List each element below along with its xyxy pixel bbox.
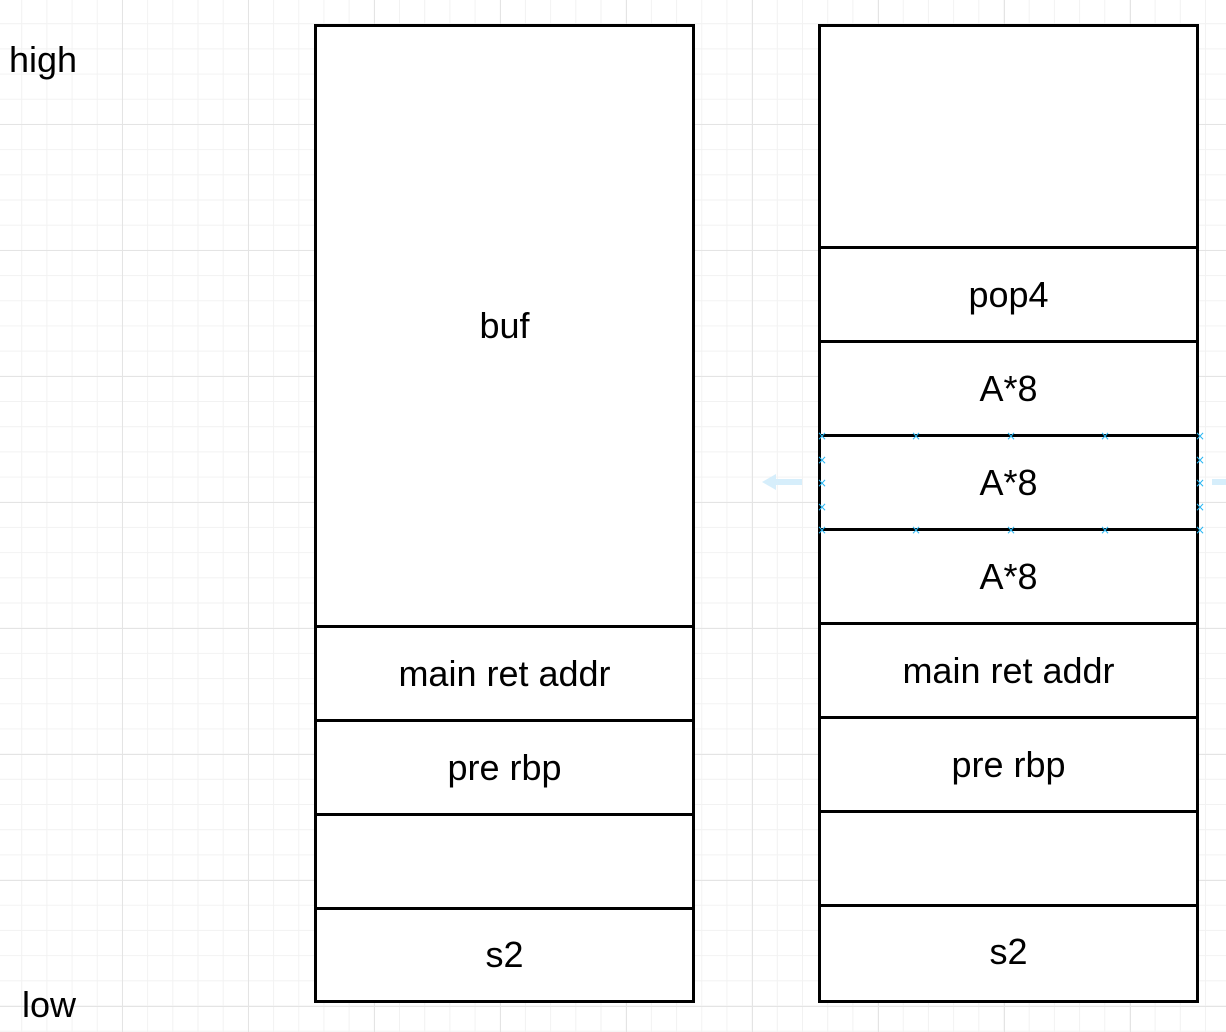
selection-handle-icon[interactable]: × bbox=[1100, 523, 1111, 537]
high-address-label: high bbox=[9, 39, 78, 80]
stack-cell-empty-top[interactable] bbox=[821, 27, 1196, 246]
selection-handle-icon[interactable]: × bbox=[911, 429, 922, 443]
selection-handle-icon[interactable]: × bbox=[1195, 476, 1206, 490]
stack-cell-pre-rbp[interactable]: pre rbp bbox=[317, 719, 692, 813]
stack-cell-empty[interactable] bbox=[821, 810, 1196, 904]
stack-cell-empty[interactable] bbox=[317, 813, 692, 907]
move-left-arrow-icon[interactable] bbox=[762, 473, 804, 491]
stack-cell-s2[interactable]: s2 bbox=[821, 904, 1196, 996]
selection-handle-icon[interactable]: × bbox=[817, 453, 828, 467]
stack-cell-main-ret-addr[interactable]: main ret addr bbox=[821, 622, 1196, 716]
stack-cell-padding[interactable]: A*8 bbox=[821, 528, 1196, 622]
stack-cell-main-ret-addr[interactable]: main ret addr bbox=[317, 625, 692, 719]
selection-handle-icon[interactable]: × bbox=[817, 500, 828, 514]
stack-cell-pop4[interactable]: pop4 bbox=[821, 246, 1196, 340]
selection-handle-icon[interactable]: × bbox=[1195, 453, 1206, 467]
low-address-label: low bbox=[22, 984, 77, 1025]
selection-handle-icon[interactable]: × bbox=[1006, 429, 1017, 443]
selection-handle-icon[interactable]: × bbox=[911, 523, 922, 537]
selection-handle-icon[interactable]: × bbox=[817, 476, 828, 490]
selection-handle-icon[interactable]: × bbox=[817, 429, 828, 443]
stack-diagram-payload[interactable]: pop4 A*8 A*8 A*8 main ret addr pre rbp s… bbox=[818, 24, 1199, 1003]
selection-handle-icon[interactable]: × bbox=[1195, 523, 1206, 537]
stack-cell-padding[interactable]: A*8 bbox=[821, 340, 1196, 434]
stack-cell-pre-rbp[interactable]: pre rbp bbox=[821, 716, 1196, 810]
stack-cell-padding-selected[interactable]: A*8 bbox=[821, 434, 1196, 528]
stack-diagram-original[interactable]: buf main ret addr pre rbp s2 bbox=[314, 24, 695, 1003]
selection-handle-icon[interactable]: × bbox=[1195, 500, 1206, 514]
stack-cell-s2[interactable]: s2 bbox=[317, 907, 692, 999]
selection-handle-icon[interactable]: × bbox=[1006, 523, 1017, 537]
selection-handle-icon[interactable]: × bbox=[817, 523, 828, 537]
move-right-arrow-icon[interactable] bbox=[1208, 473, 1226, 491]
stack-cell-buf[interactable]: buf bbox=[479, 305, 530, 346]
selection-handle-icon[interactable]: × bbox=[1100, 429, 1111, 443]
selection-handle-icon[interactable]: × bbox=[1195, 429, 1206, 443]
